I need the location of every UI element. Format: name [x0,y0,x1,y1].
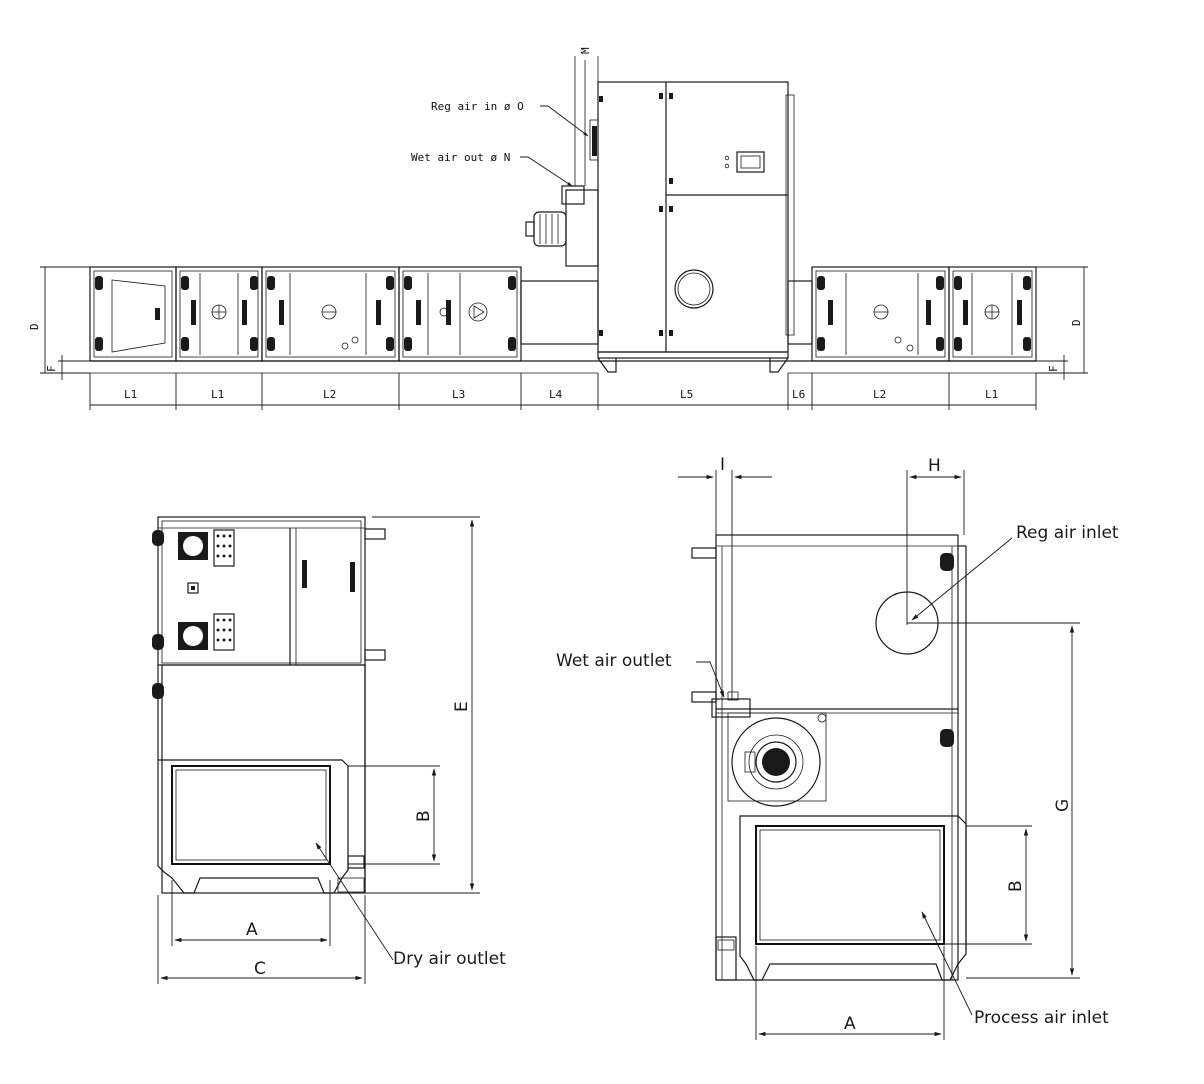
dim-c: C [254,959,266,979]
reg-air-inlet-label: Reg air inlet [1016,523,1119,543]
top-elevation-drawing [40,56,1088,410]
duct-l4 [520,280,599,345]
dim-l1-c: L1 [985,388,998,401]
dim-d-right: D [1070,319,1083,326]
module-l3 [398,266,522,362]
dim-a-front: A [246,920,258,940]
dim-f-right: F [1047,365,1060,372]
dim-e: E [452,701,472,712]
module-cone [89,266,177,362]
module-l2-b [811,266,950,362]
dim-l2-a: L2 [323,388,336,401]
process-air-inlet-label: Process air inlet [974,1008,1109,1028]
m-label: M [579,47,592,54]
module-l2-a [261,266,400,362]
dry-air-outlet-label: Dry air outlet [393,949,506,969]
dim-l1-b: L1 [211,388,224,401]
dim-h: H [928,456,941,476]
side-view-drawing [678,470,1080,1040]
dim-l4: L4 [549,388,563,401]
dim-l6: L6 [792,388,805,401]
main-cabinet [525,56,795,373]
dim-l3: L3 [452,388,465,401]
dim-a-side: A [844,1014,856,1034]
reg-air-in-callout: Reg air in ø O [431,100,524,113]
dim-b-front: B [414,810,434,822]
module-l1-c [948,266,1037,362]
dim-l2-b: L2 [873,388,886,401]
module-l1-a [175,266,263,362]
dim-g: G [1053,799,1073,812]
wet-air-outlet-label: Wet air outlet [556,651,672,671]
front-view-drawing [152,516,480,984]
duct-l6 [787,280,813,345]
wet-air-out-callout: Wet air out ø N [411,151,510,164]
dim-d-left: D [28,323,41,330]
dim-l1-a: L1 [124,388,137,401]
dim-b-side: B [1006,880,1026,892]
dim-f-left: F [45,365,58,372]
dim-l5: L5 [680,388,693,401]
dim-i: I [720,455,725,475]
